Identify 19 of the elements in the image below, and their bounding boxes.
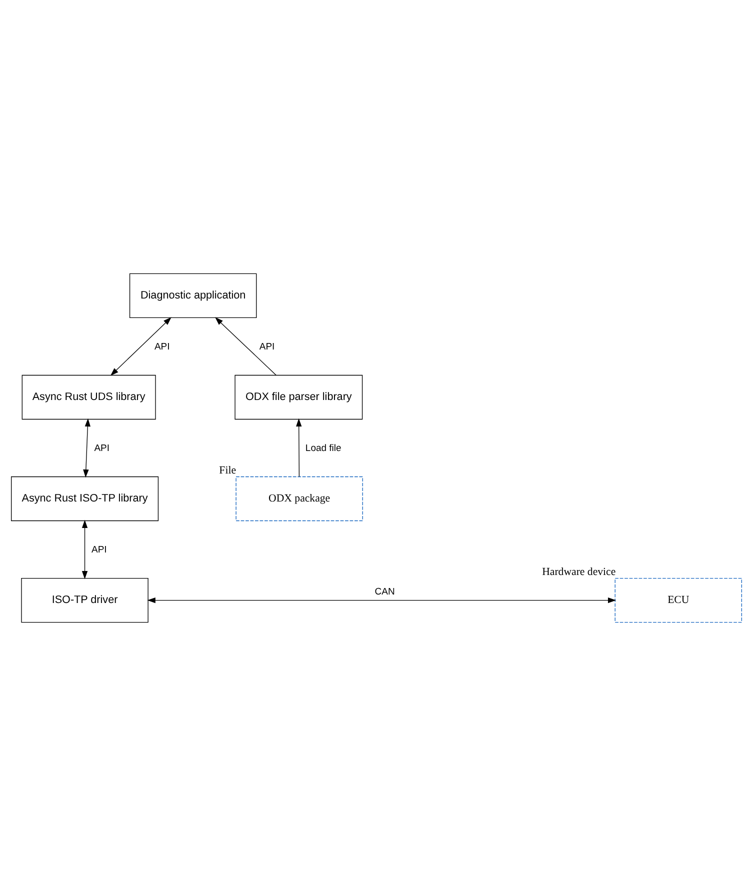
node-box: ISO-TP driver [21, 578, 148, 623]
edge-label: CAN [374, 586, 395, 598]
node-box: ECU [614, 578, 742, 623]
arrow [82, 520, 88, 580]
node-box: Diagnostic application [129, 273, 257, 318]
edge-label: Load file [305, 442, 342, 454]
arrow [83, 418, 91, 478]
edge-label: API [92, 544, 107, 556]
edge-label: API [94, 442, 110, 454]
arrow [147, 597, 616, 604]
arrow [296, 418, 302, 477]
node-box: Async Rust ISO-TP library [11, 476, 159, 522]
edge-label: API [154, 341, 170, 352]
node-box: ODX file parser library [234, 374, 363, 420]
node-label: File [219, 464, 236, 476]
node-label: Hardware device [542, 566, 616, 578]
edge-label: API [259, 341, 275, 352]
node-box: ODX package [236, 476, 363, 522]
node-box: Async Rust UDS library [22, 374, 156, 420]
